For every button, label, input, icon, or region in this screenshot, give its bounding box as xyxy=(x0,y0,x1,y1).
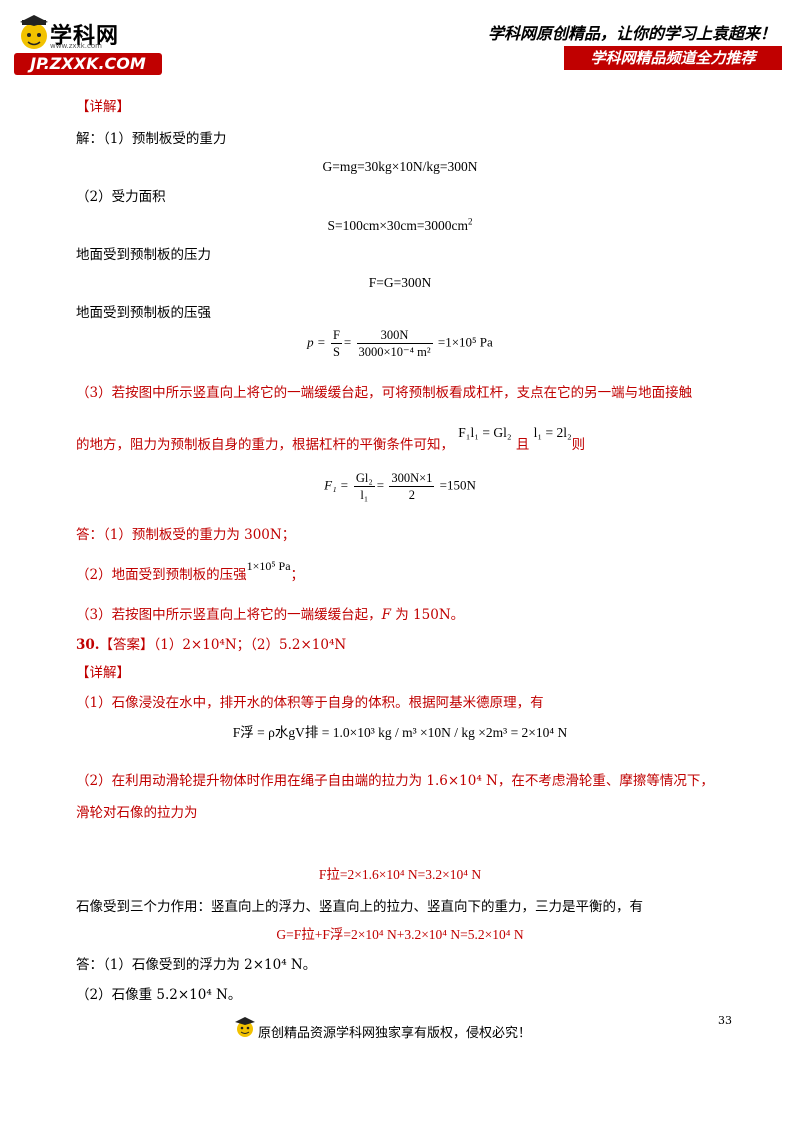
q30-detail-tag: 【详解】 xyxy=(76,665,130,681)
pressure-force-label: 地面受到预制板的压力 xyxy=(76,247,211,263)
frac-num: Gl₂ xyxy=(353,471,375,487)
eq-force: F=G=300N xyxy=(368,275,432,290)
eq-area: S=100cm×30cm=3000cm2 xyxy=(0,217,800,235)
q30-answer1: 答：（1）石像受到的浮力为 2×10⁴ N。 xyxy=(76,957,317,973)
q30-answer2: （2）石像重 5.2×10⁴ N。 xyxy=(76,987,242,1003)
eq-pressure-rhs: =1×10⁵ Pa xyxy=(437,334,493,350)
q30-number: 30. xyxy=(76,637,100,653)
eq-pressure-lhs: p = xyxy=(307,334,326,350)
detail-tag: 【详解】 xyxy=(76,99,130,115)
frac-num: F xyxy=(330,328,342,344)
part3-line2-text: 的地方，阻力为预制板自身的重力，根据杠杆的平衡条件可知， xyxy=(76,437,454,453)
footer-copyright: 原创精品资源学科网独家享有版权，侵权必究！ xyxy=(258,1026,532,1041)
answer3-text: （3）若按图中所示竖直向上将它的一端缓缓台起， xyxy=(76,607,382,623)
q30-line2: （2）在利用动滑轮提升物体时作用在绳子自由端的拉力为 1.6×10⁴ N，在不考… xyxy=(76,773,714,789)
eq-sum: G=F拉+F浮=2×10⁴ N+3.2×10⁴ N=5.2×10⁴ N xyxy=(276,927,524,942)
header-banner: 学科网精品频道全力推荐 xyxy=(564,46,782,70)
solve-intro: 解：（1）预制板受的重力 xyxy=(76,131,227,147)
part3-then: 则 xyxy=(571,437,586,453)
answer3-end: 为 150N。 xyxy=(390,607,465,623)
logo-band: JP.ZXXK.COM xyxy=(14,53,162,75)
frac-num: 300N xyxy=(356,327,433,344)
q30-answer: 30.【答案】（1）2×10⁴N；（2）5.2×10⁴N xyxy=(76,636,346,654)
q30-answer-text: （1）2×10⁴N；（2）5.2×10⁴N xyxy=(153,637,347,653)
page-number: 33 xyxy=(718,1014,732,1027)
part3-eq1: F₁l₁ = Gl₂ xyxy=(458,425,512,440)
header-slogan: 学科网原创精品，让你的学习上袁超来！ xyxy=(487,24,776,43)
q30-line1: （1）石像浸没在水中，排开水的体积等于自身的体积。根据阿基米德原理，有 xyxy=(76,695,544,711)
answer2: （2）地面受到预制板的压强1×10⁵ Pa； xyxy=(76,559,305,584)
answer2-text: （2）地面受到预制板的压强 xyxy=(76,567,247,583)
frac-den: S xyxy=(332,345,340,359)
q30-answer-tag: 【答案】 xyxy=(99,637,154,653)
answer2-value: 1×10⁵ Pa xyxy=(246,559,291,573)
eq-f1-lhs: F₁ = xyxy=(324,477,349,493)
answer3: （3）若按图中所示竖直向上将它的一端缓缓台起，F 为 150N。 xyxy=(76,606,464,624)
answer2-end: ； xyxy=(290,567,305,583)
part3-eq2: l₁ = 2l₂ xyxy=(533,425,572,440)
part2-label: （2）受力面积 xyxy=(76,189,166,205)
eq-area-text: S=100cm×30cm=3000cm xyxy=(327,218,469,233)
logo xyxy=(14,14,162,74)
logo-text: 学科网 xyxy=(50,24,120,49)
q30-line3: 滑轮对石像的拉力为 xyxy=(76,805,198,821)
frac-den: 2 xyxy=(408,488,415,502)
part3-line1: （3）若按图中所示竖直向上将它的一端缓缓台起，可将预制板看成杠杆，支点在它的另一… xyxy=(76,385,693,401)
frac-num: 300N×1 xyxy=(389,471,435,487)
part3-line2: 的地方，阻力为预制板自身的重力，根据杠杆的平衡条件可知， F₁l₁ = Gl₂ … xyxy=(76,425,586,454)
logo-url: www.zxxk.com xyxy=(50,42,102,50)
eq-pull: F拉=2×1.6×10⁴ N=3.2×10⁴ N xyxy=(318,867,482,882)
answer3-f: F xyxy=(381,607,391,623)
eq-buoyancy: F浮 = ρ水gV排 = 1.0×10³ kg / m³ ×10N / kg ×… xyxy=(232,725,568,740)
eq-gravity: G=mg=30kg×10N/kg=300N xyxy=(322,159,478,174)
mascot-icon xyxy=(235,1017,255,1037)
frac-den: l₁ xyxy=(360,488,369,502)
part3-and: 且 xyxy=(515,437,530,453)
eq-area-sup: 2 xyxy=(468,216,473,227)
frac-den: 3000×10⁻⁴ m² xyxy=(358,345,431,359)
mascot-icon xyxy=(20,15,48,49)
eq-f1-rhs: =150N xyxy=(439,477,476,493)
q30-line4: 石像受到三个力作用：竖直向上的浮力、竖直向上的拉力、竖直向下的重力，三力是平衡的… xyxy=(76,899,643,915)
pressure-label: 地面受到预制板的压强 xyxy=(76,305,211,321)
answer1: 答：（1）预制板受的重力为 300N； xyxy=(76,527,296,543)
